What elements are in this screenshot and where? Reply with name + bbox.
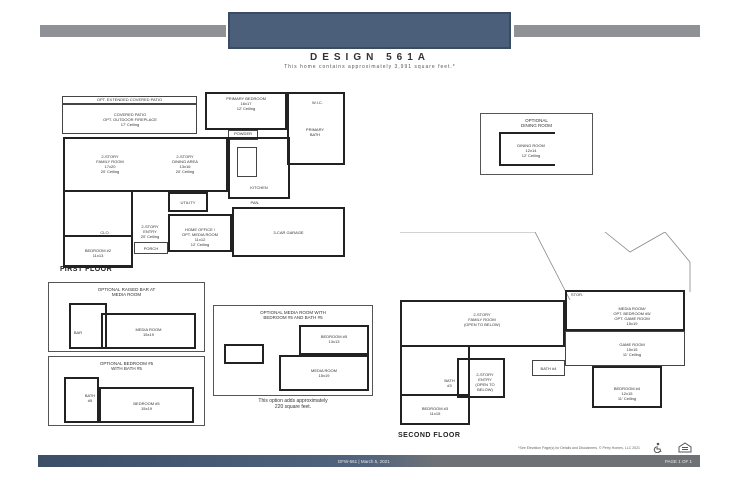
disclaimer: *See Elevation Page(s) for Details and D…	[518, 446, 640, 450]
room-entry: 2-STORY ENTRY 20' Ceiling	[140, 224, 160, 239]
room-office: HOME OFFICE / OPT. MEDIA ROOM 11x12 12' …	[181, 227, 218, 247]
second-floor-plan: 2-STORY FAMILY ROOM (OPEN TO BELOW) MEDI…	[397, 262, 692, 430]
room-porch: PORCH	[143, 246, 159, 251]
footer-bar: DFW-561 | March 5, 2021 PAGE 1 OF 1	[38, 455, 700, 467]
optional-raised-bar-box: OPTIONAL RAISED BAR AT MEDIA ROOM BAR ME…	[48, 282, 205, 352]
accessibility-icon	[653, 442, 662, 453]
room-covered-patio: COVERED PATIO OPT. OUTDOOR FIREPLACE 17'…	[103, 112, 157, 127]
room-bedroom-2: BEDROOM #2 11x13	[84, 248, 112, 258]
header-bar-left	[40, 25, 226, 37]
room-media-bar: MEDIA ROOM 15x19	[135, 327, 162, 337]
optional-media-room-box: OPTIONAL MEDIA ROOM WITH BEDROOM #5 AND …	[213, 305, 373, 396]
document-id-date: DFW-561 | March 5, 2021	[338, 458, 390, 464]
room-entry-2nd: 2-STORY ENTRY (OPEN TO BELOW)	[475, 372, 495, 392]
square-footage: This home contains approximately 3,991 s…	[284, 64, 456, 70]
design-title: DESIGN 561A	[309, 52, 431, 63]
page-number: PAGE 1 OF 1	[664, 458, 692, 464]
room-bedroom-4: BEDROOM #4 12x15 11' Ceiling	[613, 386, 641, 401]
room-media-optional: MEDIA ROOM 15x19	[310, 368, 337, 378]
first-floor-plan: OPT. EXTENDED COVERED PATIO COVERED PATI…	[60, 92, 350, 268]
optional-media-note: This option adds approximately 220 squar…	[258, 398, 328, 410]
room-bar: BAR	[73, 330, 83, 335]
optional-bed5-title: OPTIONAL BEDROOM #5 WITH BATH #5	[99, 361, 154, 371]
room-bedroom-5: BEDROOM #5 15x19	[133, 401, 160, 411]
optional-bar-title: OPTIONAL RAISED BAR AT MEDIA ROOM	[97, 287, 156, 297]
room-storage: STOR.	[570, 292, 584, 297]
room-garage: 3-CAR GARAGE	[273, 230, 304, 235]
room-family-2nd: 2-STORY FAMILY ROOM (OPEN TO BELOW)	[463, 312, 501, 327]
room-dining: 2-STORY DINING AREA 13x16 20' Ceiling	[172, 154, 198, 174]
room-bath-3: BATH #3	[444, 378, 455, 388]
equal-housing-icon	[678, 442, 692, 453]
room-primary-bedroom: PRIMARY BEDROOM 16x17 12' Ceiling	[226, 96, 266, 111]
room-closet: CLO.	[100, 230, 110, 235]
first-floor-label: FIRST FLOOR	[60, 266, 113, 273]
room-bath-4: BATH #4	[540, 366, 557, 371]
room-utility: UTILITY	[180, 200, 196, 205]
room-bedroom-3: BEDROOM #3 11x15	[421, 406, 449, 416]
room-bedroom-5-media: BEDROOM #5 13x13	[320, 334, 348, 344]
room-game: GAME ROOM 15x15 11' Ceiling	[619, 342, 645, 357]
optional-dining-room-box: OPTIONAL DINING ROOM DINING ROOM 12x14 1…	[480, 113, 593, 175]
room-pantry: PAN.	[250, 200, 260, 205]
second-floor-label: SECOND FLOOR	[398, 432, 461, 439]
optional-media-title: OPTIONAL MEDIA ROOM WITH BEDROOM #5 AND …	[260, 310, 326, 320]
room-bath-5: BATH #5	[84, 393, 96, 403]
roof-lines	[400, 232, 691, 301]
optional-bedroom-5-box: OPTIONAL BEDROOM #5 WITH BATH #5 BATH #5…	[48, 356, 205, 426]
room-media: MEDIA ROOM/ OPT. BEDROOM #5/ OPT. GAME R…	[613, 306, 651, 326]
room-powder: POWDER	[234, 131, 252, 136]
room-wic: W.I.C.	[312, 100, 323, 105]
room-kitchen: KITCHEN	[250, 185, 268, 190]
header-bar-right	[514, 25, 700, 37]
room-dining-optional: DINING ROOM 12x14 12' Ceiling	[517, 143, 545, 158]
room-primary-bath: PRIMARY BATH	[305, 127, 325, 137]
room-family: 2-STORY FAMILY ROOM 17x20 20' Ceiling	[96, 154, 124, 174]
optional-dining-title: OPTIONAL DINING ROOM	[521, 118, 552, 128]
header-logo-box	[228, 12, 511, 49]
room-patio: OPT. EXTENDED COVERED PATIO	[96, 97, 163, 102]
